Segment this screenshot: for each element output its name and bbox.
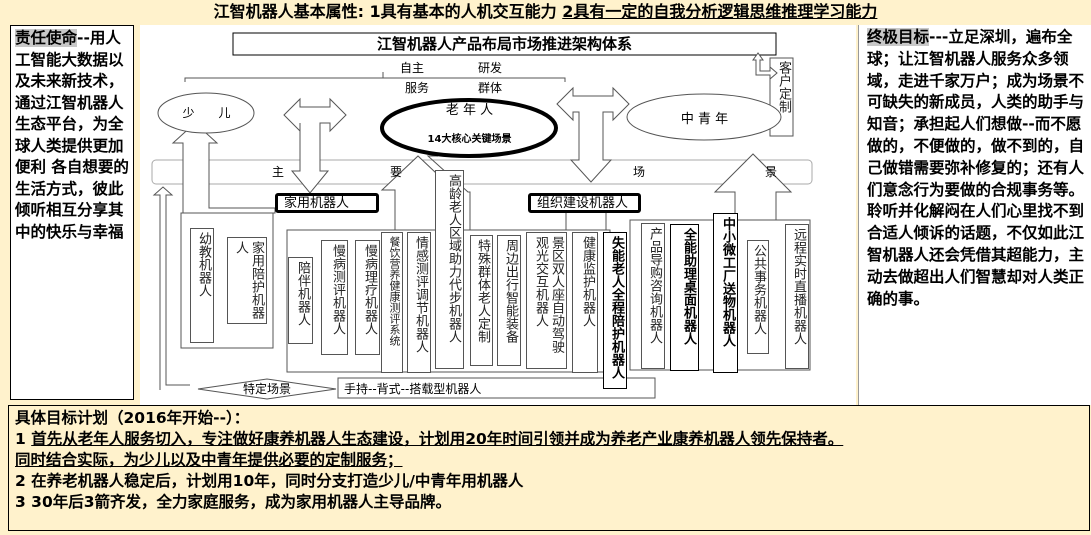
home-robot-label: 家用机器人 xyxy=(275,193,379,213)
label-rnd: 研发 xyxy=(478,61,503,75)
robot-box: 景区双人座自动驾驶观光交互机器人 xyxy=(526,232,567,369)
main-scene-4: 景 xyxy=(765,165,778,179)
elderly-ellipse xyxy=(380,98,558,158)
title-part-1: 江智机器人基本属性: 1具有基本的人机交互能力 xyxy=(213,2,563,21)
bracket-line xyxy=(184,72,566,82)
youth-up-arrow xyxy=(713,153,793,221)
goal-heading: 终极目标 xyxy=(867,28,930,46)
diagram-title-box xyxy=(232,32,777,56)
robot-box: 高龄老人区域助力代步机器人 xyxy=(435,170,464,369)
mission-panel: 责任使命--用人工智能大数据以及未来新技术，通过江智机器人生态平台，为全球人类提… xyxy=(10,25,134,400)
plan-line-1-text: 首先从老年人服务切入，专注做好康养机器人生态建设，计划用20年时间引领并成为养老… xyxy=(31,430,844,448)
youth-ellipse xyxy=(626,93,782,141)
specific-scene-arrow xyxy=(152,186,190,390)
plan-panel: 具体目标计划（2016年开始--）： 1 首先从老年人服务切入，专注做好康养机器… xyxy=(8,405,1090,531)
elderly-youth-arrow xyxy=(556,86,630,183)
page-title: 江智机器人基本属性: 1具有基本的人机交互能力 2具有一定的自我分析逻辑思维推理… xyxy=(0,1,1091,23)
org-robot-label: 组织建设机器人 xyxy=(528,193,641,213)
main-scene-2: 要 xyxy=(390,165,403,179)
title-part-2: 2具有一定的自我分析逻辑思维推理学习能力 xyxy=(562,2,878,21)
label-autonomous: 自主 xyxy=(400,61,425,75)
main-scene-1: 主 xyxy=(272,165,285,179)
customer-arrow xyxy=(752,52,778,81)
robot-box: 慢病测评机器人 xyxy=(321,240,348,355)
elderly-label: 老 年 人 xyxy=(445,103,494,118)
diagram-title: 江智机器人产品布局市场推进架构体系 xyxy=(376,35,632,53)
main-scene-band xyxy=(151,159,813,185)
customer-custom-label: 客户定制 xyxy=(776,61,791,113)
mission-heading: 责任使命 xyxy=(15,29,78,47)
robot-box: 周边出行智能装备 xyxy=(497,235,521,366)
robot-box: 健康监护机器人 xyxy=(572,232,598,373)
plan-line-1: 1 首先从老年人服务切入，专注做好康养机器人生态建设，计划用20年时间引领并成为… xyxy=(15,429,1083,450)
main-scene-3: 场 xyxy=(633,165,646,179)
robot-box: 远程实时直播机器人 xyxy=(785,224,809,369)
mission-text: --用人工智能大数据以及未来新技术，通过江智机器人生态平台，为全球人类提供更加便… xyxy=(15,29,129,241)
robot-box: 餐饮营养健康测评系统 xyxy=(381,232,403,373)
label-group: 群体 xyxy=(478,81,503,95)
children-label: 少 儿 xyxy=(182,106,231,120)
robot-box: 陪伴机器人 xyxy=(288,257,313,344)
specific-scene-diamond xyxy=(197,378,337,400)
robot-box: 失能老人全程陪护机器人 xyxy=(603,232,627,389)
plan-line-1b: 同时结合实际，为少儿以及中青年提供必要的定制服务； xyxy=(15,451,403,469)
specific-scene-label: 特定场景 xyxy=(242,382,291,396)
robot-box: 中小微工厂送物机器人 xyxy=(713,213,738,373)
children-elderly-arrow xyxy=(283,97,347,194)
goal-text: ---立足深圳，遍布全球；让江智机器人服务众多领域，走进千家万户；成为场景不可缺… xyxy=(867,28,1085,308)
robot-box: 公共事务机器人 xyxy=(747,240,769,354)
robot-box: 家用陪护机器人 xyxy=(227,237,267,324)
plan-heading: 具体目标计划（2016年开始--）： xyxy=(15,409,250,427)
robot-box: 全能助理桌面机器人 xyxy=(670,224,699,371)
robot-box: 幼教机器人 xyxy=(190,228,214,343)
children-ellipse xyxy=(157,92,255,134)
robot-box: 特殊群体老人定制 xyxy=(470,235,493,366)
portable-robot-label: 手持--背式--搭载型机器人 xyxy=(344,382,482,396)
plan-line-3: 3 30年后3箭齐发，全力家庭服务，成为家用机器人主导品牌。 xyxy=(15,493,452,511)
robot-box: 慢病理疗机器人 xyxy=(355,240,380,355)
label-service: 服务 xyxy=(405,81,430,95)
robot-box: 产品导购咨询机器人 xyxy=(641,223,665,369)
elderly-sublabel: 14大核心关键场景 xyxy=(427,134,512,145)
plan-line-1-number: 1 xyxy=(15,430,32,448)
portable-box xyxy=(337,377,656,399)
youth-label: 中 青 年 xyxy=(680,112,729,127)
plan-line-2: 2 在养老机器人稳定后，计划用10年，同时分支打造少儿/中青年用机器人 xyxy=(15,472,524,490)
ultimate-goal-panel: 终极目标---立足深圳，遍布全球；让江智机器人服务众多领域，走进千家万户；成为场… xyxy=(858,25,1091,405)
robot-box: 情感测评调节机器人 xyxy=(407,232,431,373)
